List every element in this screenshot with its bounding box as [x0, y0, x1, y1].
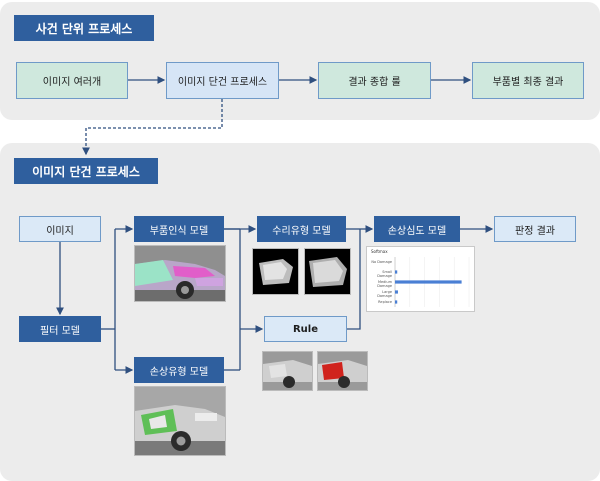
node-filter-model: 필터 모델 [19, 316, 101, 342]
chart-bar [395, 290, 398, 294]
node-damage-type-model: 손상유형 모델 [134, 357, 224, 383]
chart-bar [395, 300, 398, 304]
single-image-process-title: 이미지 단건 프로세스 [14, 158, 158, 184]
single-image-process-panel [0, 143, 600, 481]
node-result-aggregation-rule: 결과 종합 룰 [318, 62, 431, 99]
node-judgment-result: 판정 결과 [494, 216, 576, 242]
chart-category-label: Large Damage [377, 289, 392, 298]
node-rule: Rule [264, 316, 347, 342]
chart-category-label: No Damage [371, 259, 392, 264]
chart-category-label: Small Damage [377, 269, 392, 278]
node-severity-model: 손상심도 모델 [374, 216, 460, 242]
node-part-recognition-model: 부품인식 모델 [134, 216, 224, 242]
arrow-dashed-link [82, 99, 223, 156]
node-multiple-images: 이미지 여러개 [16, 62, 128, 99]
part-recognition-image [134, 245, 226, 302]
rule-image-2 [317, 351, 368, 391]
node-final-part-result: 부품별 최종 결과 [472, 62, 584, 99]
damage-type-image [134, 386, 226, 456]
node-single-image-process: 이미지 단건 프로세스 [166, 62, 279, 99]
chart-category-label: Medium Damage [377, 279, 392, 288]
chart-category-label: Replace [378, 299, 392, 304]
chart-title: Softmax [371, 249, 388, 254]
node-repair-type-model: 수리유형 모델 [257, 216, 346, 242]
chart-bar [395, 270, 398, 274]
chart-bar [395, 280, 462, 284]
rule-image-1 [262, 351, 313, 391]
event-process-title: 사건 단위 프로세스 [14, 15, 154, 41]
repair-type-image-2 [304, 248, 351, 295]
repair-type-image-1 [252, 248, 299, 295]
node-image: 이미지 [19, 216, 101, 242]
